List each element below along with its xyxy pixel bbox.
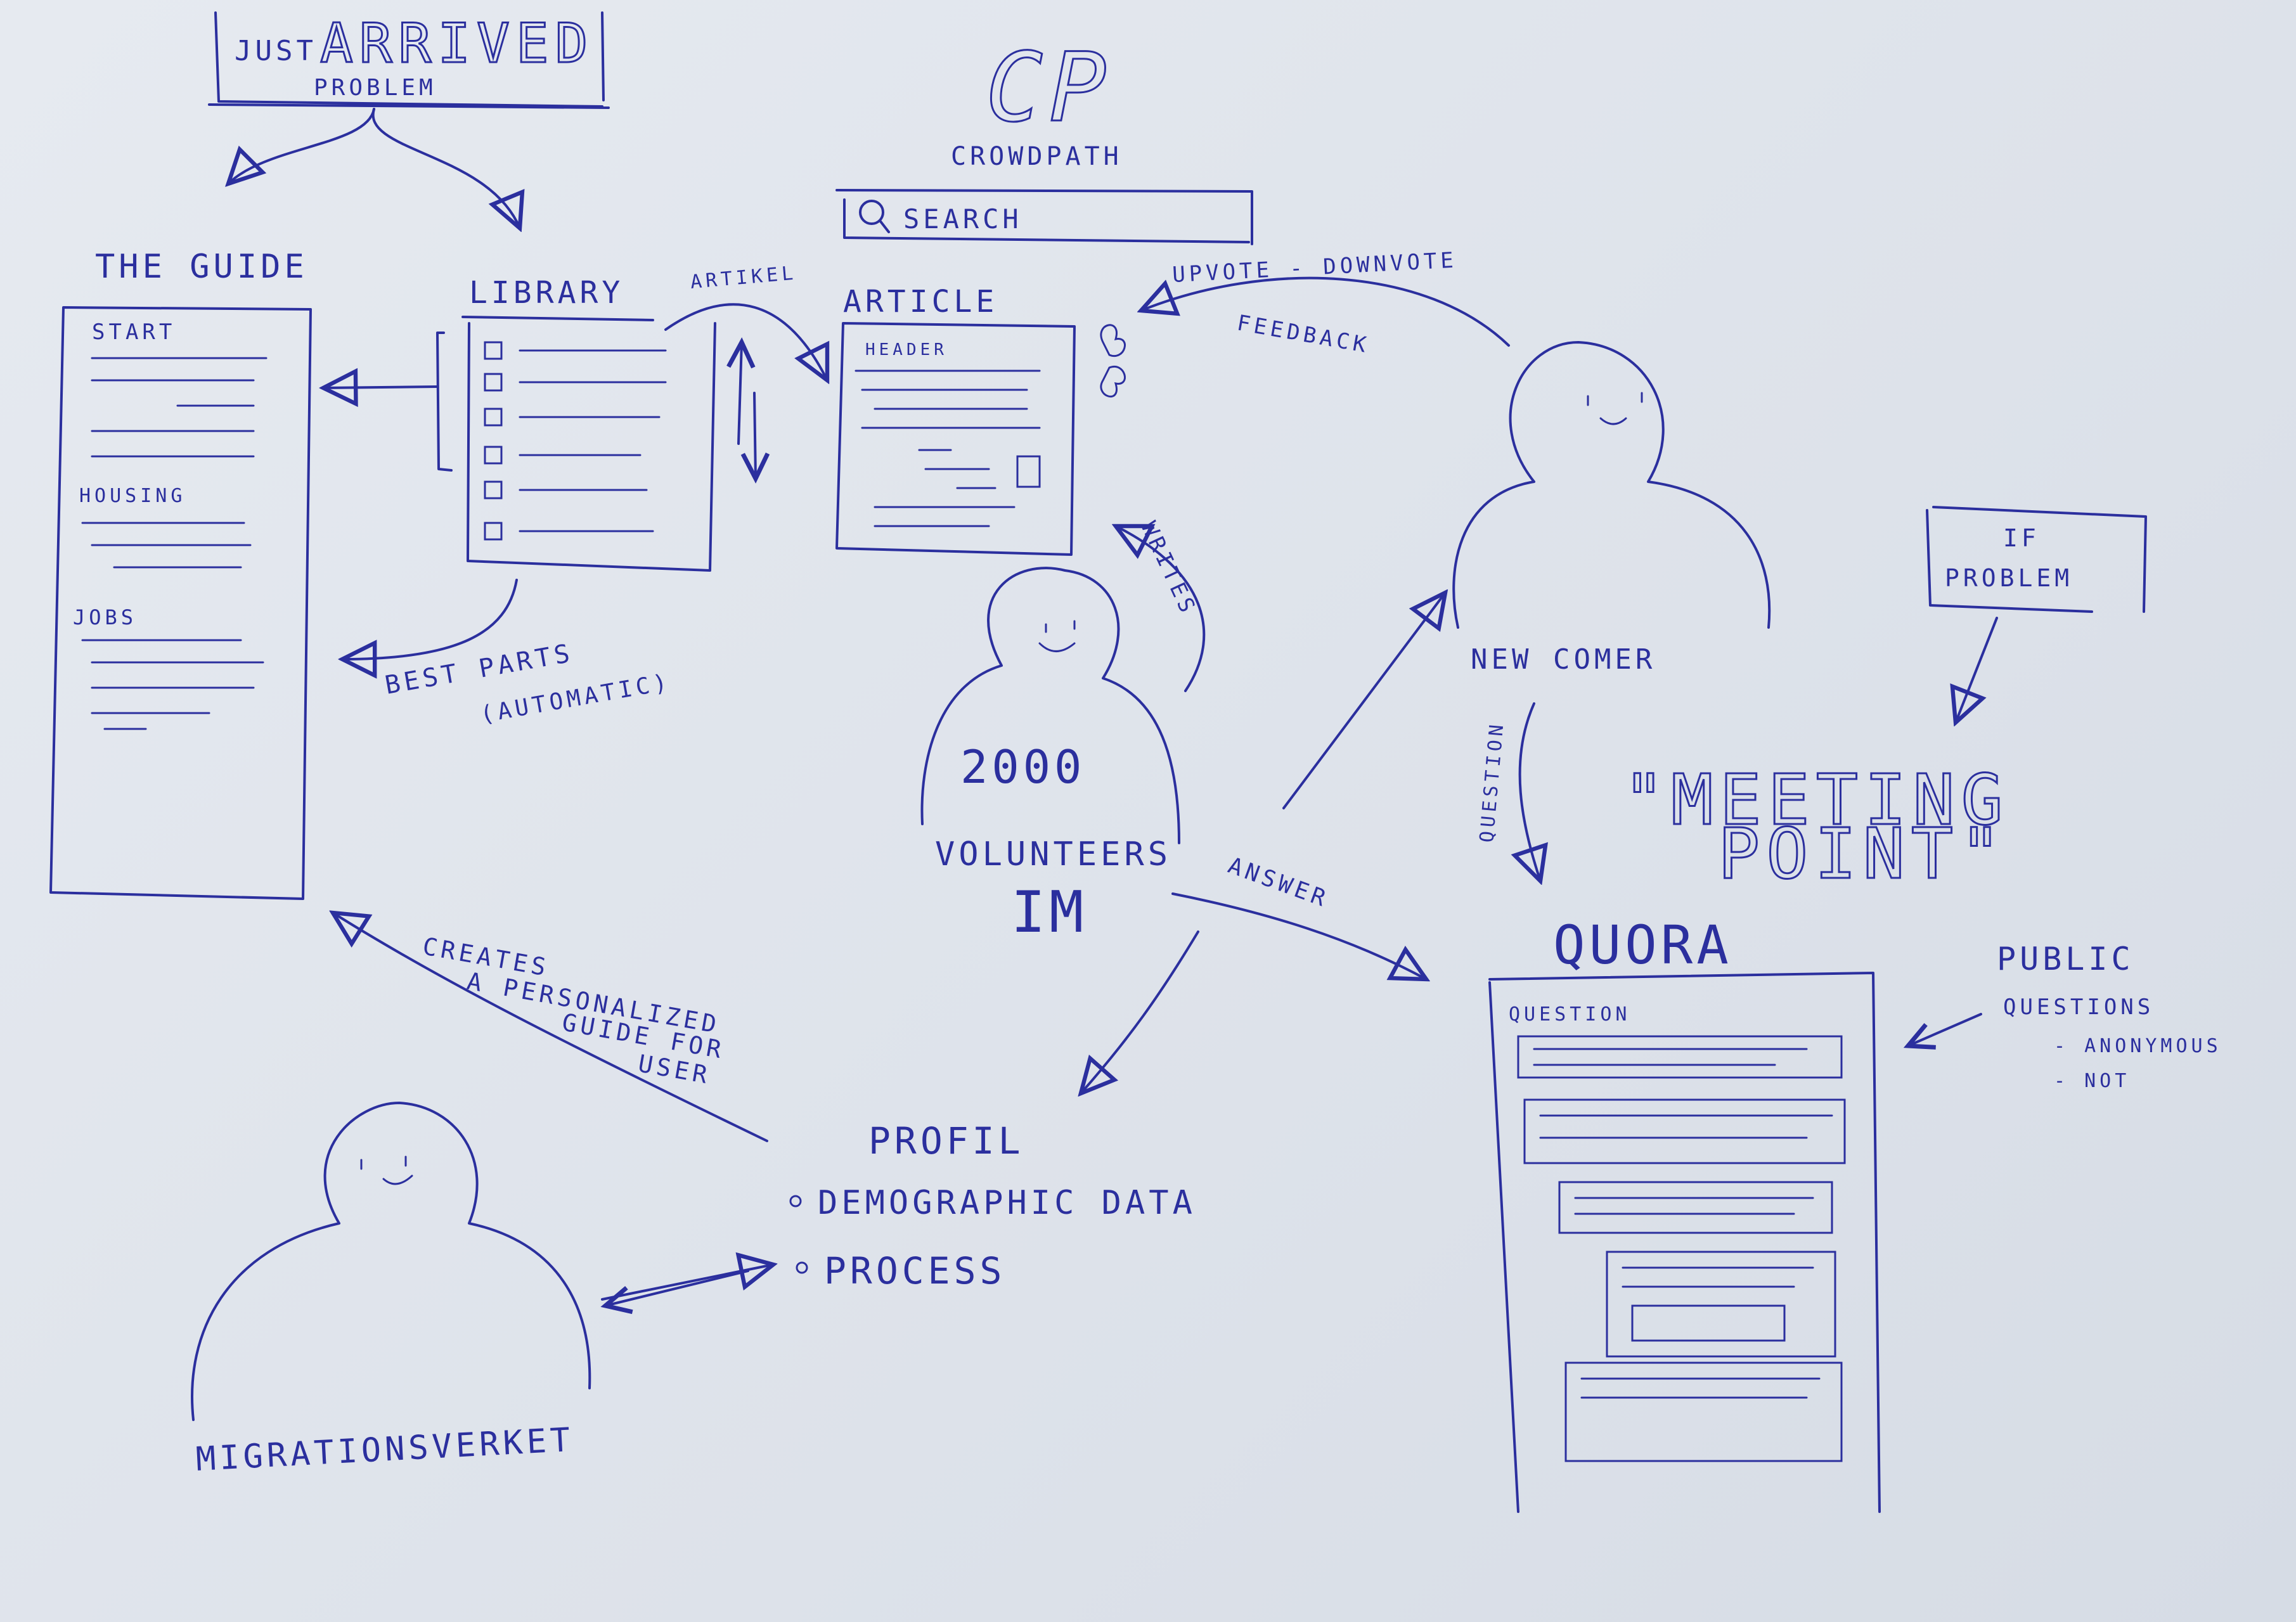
just-arrived-title: ARRIVED (320, 12, 594, 75)
public-title: PUBLIC (1997, 941, 2134, 977)
library: LIBRARY (323, 275, 716, 572)
logo-name: CROWDPATH (951, 142, 1123, 171)
arrow-to-migrationsverket (600, 1270, 749, 1315)
quora-item[interactable] (1558, 1181, 1833, 1234)
if-problem-line1: IF (2003, 524, 2040, 552)
question-arrow-label: QUESTION (1476, 720, 1509, 844)
guide-title: THE GUIDE (95, 248, 308, 286)
migrationsverket-figure (191, 1102, 591, 1421)
profil: PROFIL DEMOGRAPHIC DATA PROCESS (789, 1119, 1196, 1292)
volunteers: 2000 VOLUNTEERS IM WRITES (920, 518, 1206, 946)
arrow-to-profil (1081, 930, 1199, 1093)
volunteer-label: VOLUNTEERS (935, 835, 1171, 873)
quora-frame (1488, 972, 1881, 1513)
library-list (484, 341, 667, 541)
newcomer-label: NEW COMER (1471, 643, 1656, 676)
profil-item-process: PROCESS (824, 1249, 1005, 1292)
volunteer-figure (920, 567, 1180, 844)
artikel-label: ARTIKEL (690, 262, 798, 293)
arrow-if-problem (1956, 617, 1998, 723)
public-opt-anonymous: - ANONYMOUS (2054, 1035, 2222, 1057)
arrow-answer (1171, 892, 1426, 979)
quora-item[interactable] (1564, 1361, 1843, 1462)
profil-title: PROFIL (868, 1119, 1024, 1162)
guide-section-start: START (92, 319, 176, 345)
thumbs-up-icon[interactable] (1100, 324, 1126, 357)
quora-item[interactable] (1517, 1035, 1843, 1079)
arrow-public (1903, 1013, 1982, 1050)
arrow-writes (1116, 526, 1206, 692)
search-bar[interactable]: SEARCH (835, 189, 1253, 245)
crowdpath-logo: CP CROWDPATH (951, 32, 1123, 172)
quora-title: QUORA (1553, 914, 1732, 976)
guide-section-housing: HOUSING (79, 485, 186, 507)
feedback-label: FEEDBACK (1235, 310, 1371, 358)
migrationsverket-label: MIGRATIONSVERKET (195, 1421, 575, 1479)
writes-label: WRITES (1136, 518, 1201, 620)
if-problem-box: IF PROBLEM (1926, 506, 2147, 723)
volunteer-count: 2000 (960, 740, 1085, 794)
arrow-library-to-guide (323, 387, 439, 388)
arrow-up-small (726, 337, 756, 445)
search-input[interactable]: SEARCH (903, 203, 1022, 235)
article: ARTICLE HEADER ARTIKEL (664, 262, 1126, 556)
meeting-point-line1: "MEETING (1623, 759, 2009, 840)
best-parts: BEST PARTS (AUTOMATIC) (342, 579, 673, 728)
arrow-question (1520, 702, 1540, 881)
article-header: HEADER (865, 340, 948, 359)
if-problem-line2: PROBLEM (1945, 564, 2073, 592)
upvote-label: UPVOTE - DOWNVOTE (1171, 247, 1457, 287)
if-problem-frame (1926, 506, 2147, 613)
search-icon (859, 200, 884, 225)
meeting-point: "MEETING POINT" (1622, 759, 2009, 896)
guide-section-jobs: JOBS (73, 605, 137, 629)
logo-mark: CP (986, 33, 1113, 143)
migrationsverket: MIGRATIONSVERKET (191, 1102, 773, 1479)
arrow-library-to-article (664, 303, 827, 380)
meeting-point-line2: POINT" (1718, 813, 2008, 894)
just-arrived-sub: PROBLEM (314, 75, 437, 101)
arrow-down-small (740, 392, 770, 484)
quora-answer-list (1517, 1035, 1846, 1462)
arrow-creates-guide (333, 913, 768, 1142)
arrow-best-parts (342, 579, 518, 659)
library-title: LIBRARY (469, 275, 624, 311)
answer-arrow: ANSWER (1081, 853, 1426, 1093)
newcomer-figure (1452, 341, 1771, 629)
creates-guide: CREATES A PERSONALIZED GUIDE FOR USER (333, 913, 768, 1142)
arrow-to-guide (228, 108, 375, 184)
guide-frame (49, 306, 312, 900)
arrow-to-library (371, 108, 520, 228)
new-comer: NEW COMER QUESTION (1282, 341, 1771, 881)
answer-label: ANSWER (1225, 853, 1332, 913)
article-frame (835, 322, 1076, 556)
library-frame (461, 316, 716, 572)
profil-item-demographic: DEMOGRAPHIC DATA (818, 1184, 1196, 1222)
quora: QUORA QUESTION (1488, 914, 1881, 1513)
trash-icon (1016, 455, 1041, 488)
thumbs-down-icon[interactable] (1100, 365, 1126, 397)
just-arrived-banner: JUST ARRIVED PROBLEM (208, 11, 610, 228)
feedback-loop: UPVOTE - DOWNVOTE FEEDBACK (1141, 247, 1510, 359)
quora-item[interactable] (1523, 1098, 1846, 1164)
arrow-volunteer-to-newcomer (1282, 593, 1445, 809)
library-bracket (436, 331, 453, 472)
public-questions-note: PUBLIC QUESTIONS - ANONYMOUS - NOT (1903, 941, 2222, 1092)
article-title: ARTICLE (843, 284, 998, 319)
just-arrived-prefix: JUST (235, 35, 317, 67)
the-guide: THE GUIDE START HOUSING JOBS (49, 248, 312, 900)
public-opt-not: - NOT (2054, 1070, 2130, 1092)
quora-question-label: QUESTION (1509, 1003, 1631, 1026)
public-line: QUESTIONS (2003, 994, 2154, 1020)
quora-item[interactable] (1606, 1251, 1836, 1358)
arrow-feedback (1141, 276, 1510, 347)
volunteer-im: IM (1011, 879, 1087, 946)
quora-reply-box[interactable] (1631, 1304, 1786, 1342)
